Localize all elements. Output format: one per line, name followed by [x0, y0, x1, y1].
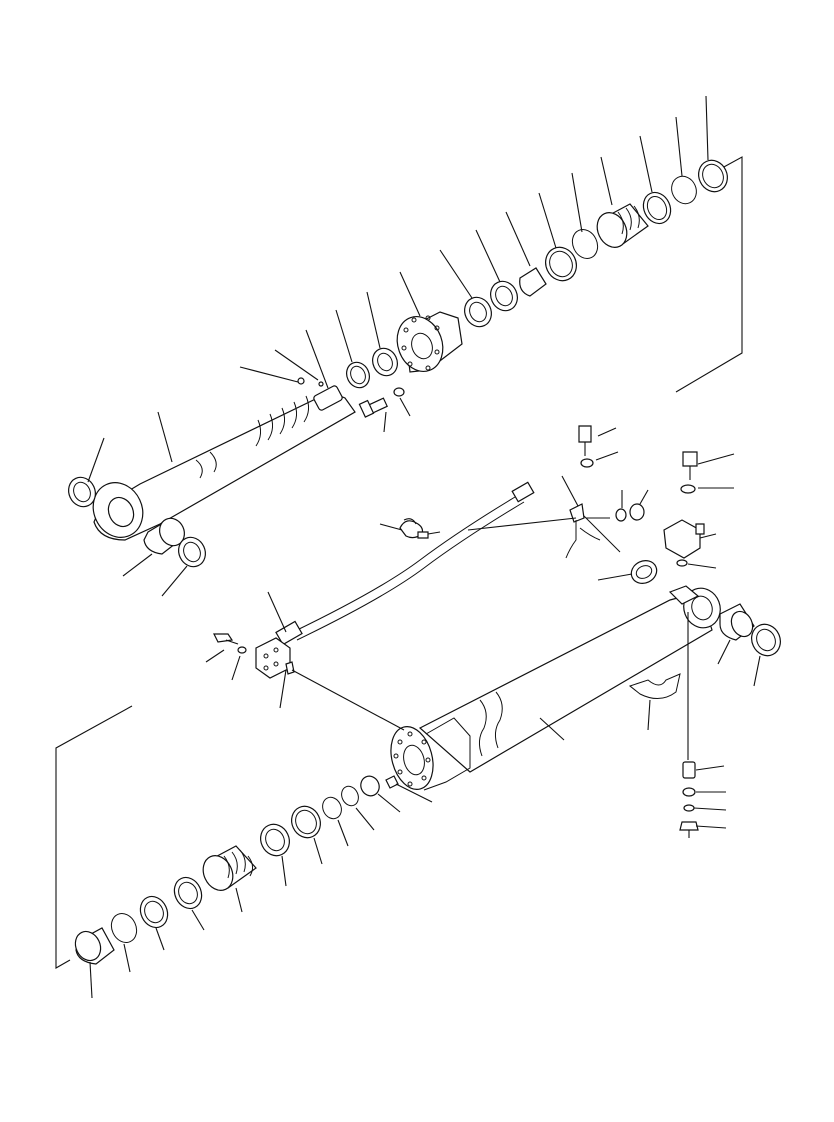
- cylinder-tube: [420, 583, 726, 772]
- bracket-bolts-upper: [579, 426, 697, 521]
- hose-clamp: [400, 519, 428, 538]
- tube-end-flange: [384, 718, 470, 794]
- pin-bushing-rod-end: [64, 473, 210, 571]
- hydraulic-hose: [276, 482, 534, 644]
- port-block-right: [664, 520, 704, 566]
- cylinder-head: [390, 310, 462, 378]
- lower-seal-stack: [256, 773, 398, 860]
- grease-fitting-stack: [680, 612, 698, 838]
- piston-rod: [84, 385, 355, 546]
- lower-group-bracket: [56, 706, 132, 968]
- upper-group-bracket: [676, 157, 742, 392]
- piston-ring-stack: [638, 156, 732, 228]
- leader-lines-upper: [88, 96, 708, 596]
- leader-lines-lower: [90, 428, 760, 998]
- tube-clamp-bracket: [630, 674, 680, 699]
- head-seal-stack: [460, 225, 602, 331]
- pipe-bracket: [566, 504, 620, 558]
- piston: [592, 204, 648, 252]
- lower-ring-stack: [71, 873, 207, 965]
- rod-small-parts: [298, 344, 404, 417]
- lower-piston: [198, 846, 256, 895]
- flange-block-left: [214, 634, 294, 678]
- tube-end-bushings: [628, 557, 786, 661]
